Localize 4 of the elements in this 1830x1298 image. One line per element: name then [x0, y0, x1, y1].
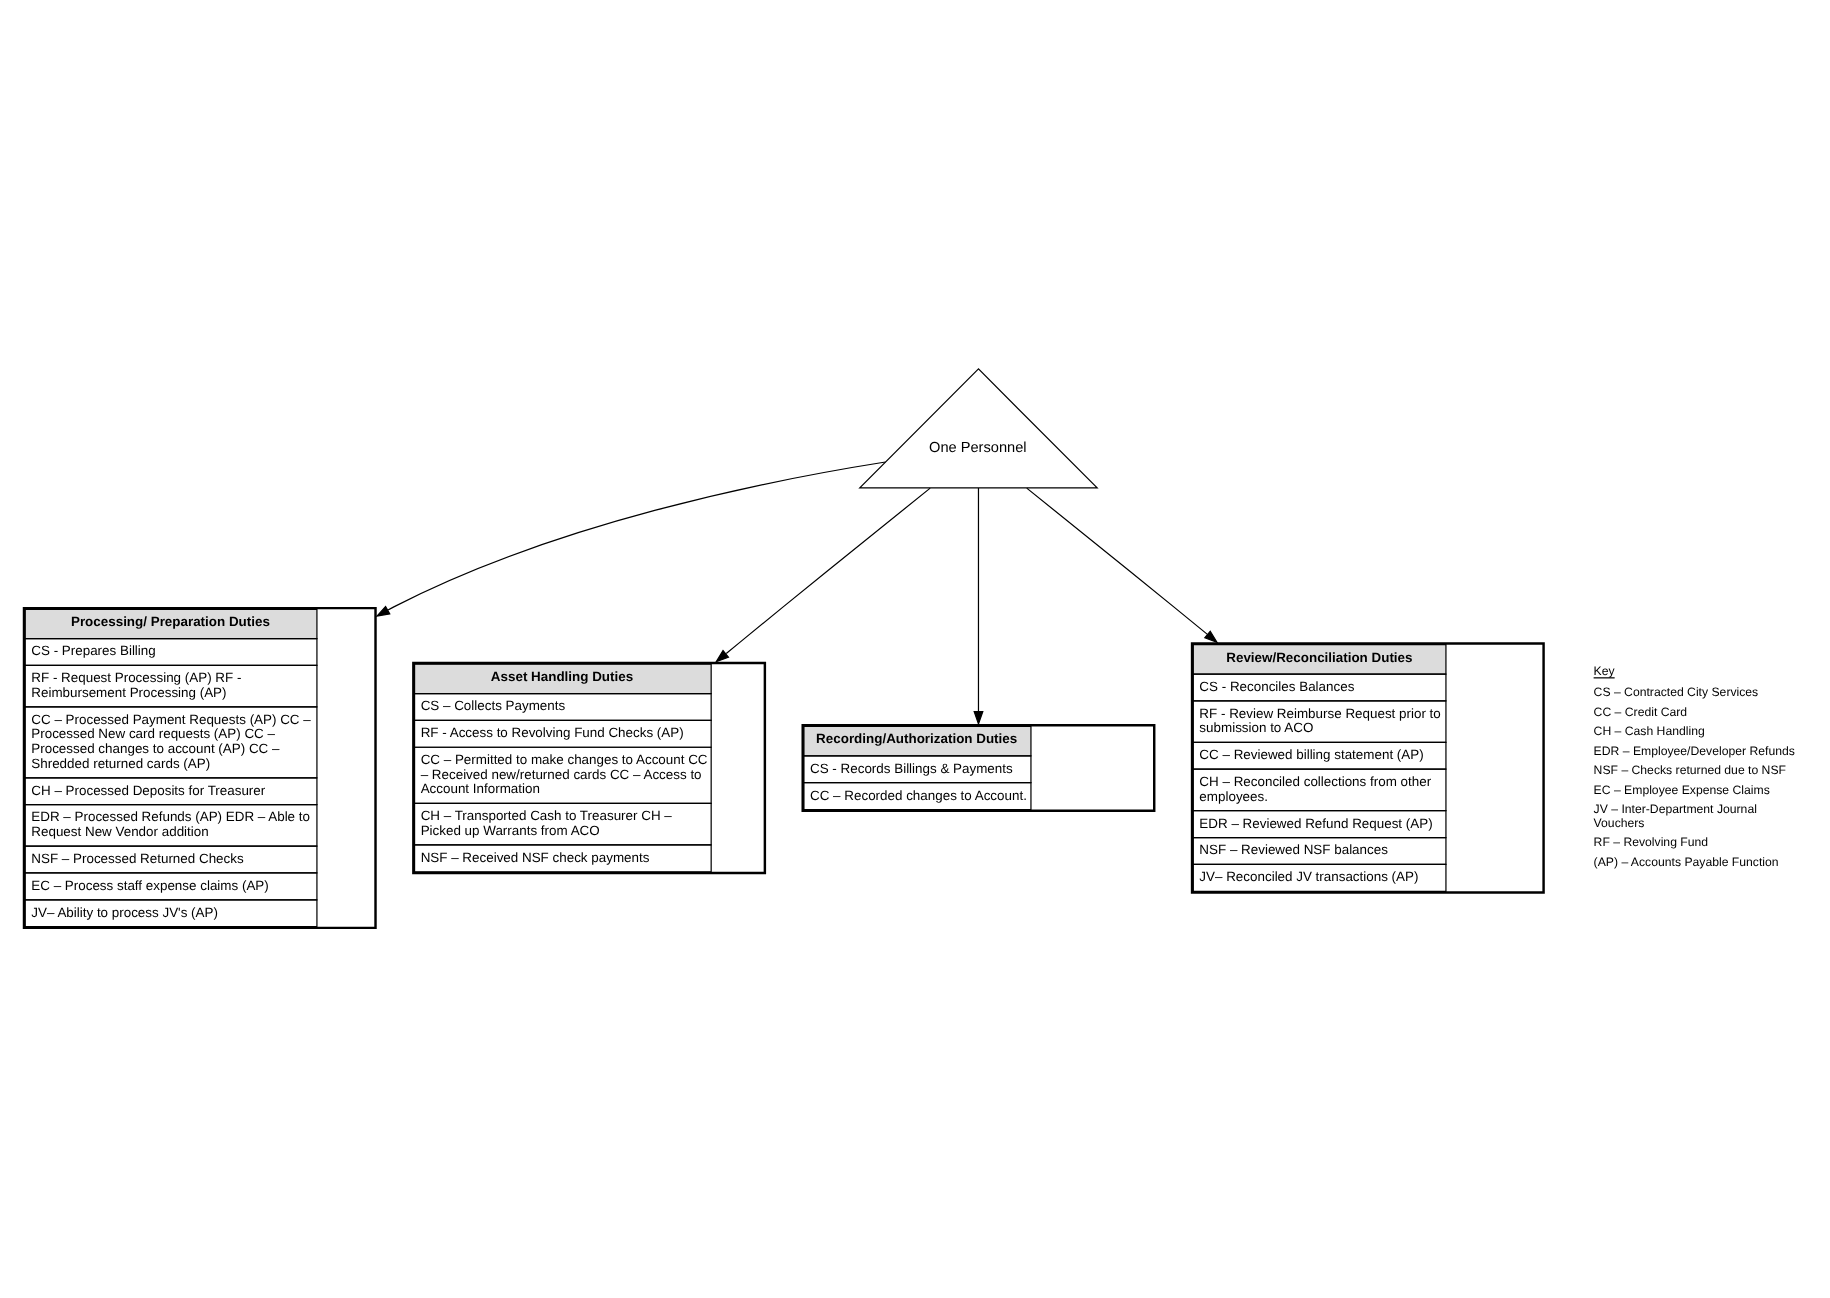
arrow — [714, 487, 931, 663]
arrow — [375, 461, 887, 618]
arrow — [973, 487, 984, 726]
arrow — [1026, 487, 1219, 644]
